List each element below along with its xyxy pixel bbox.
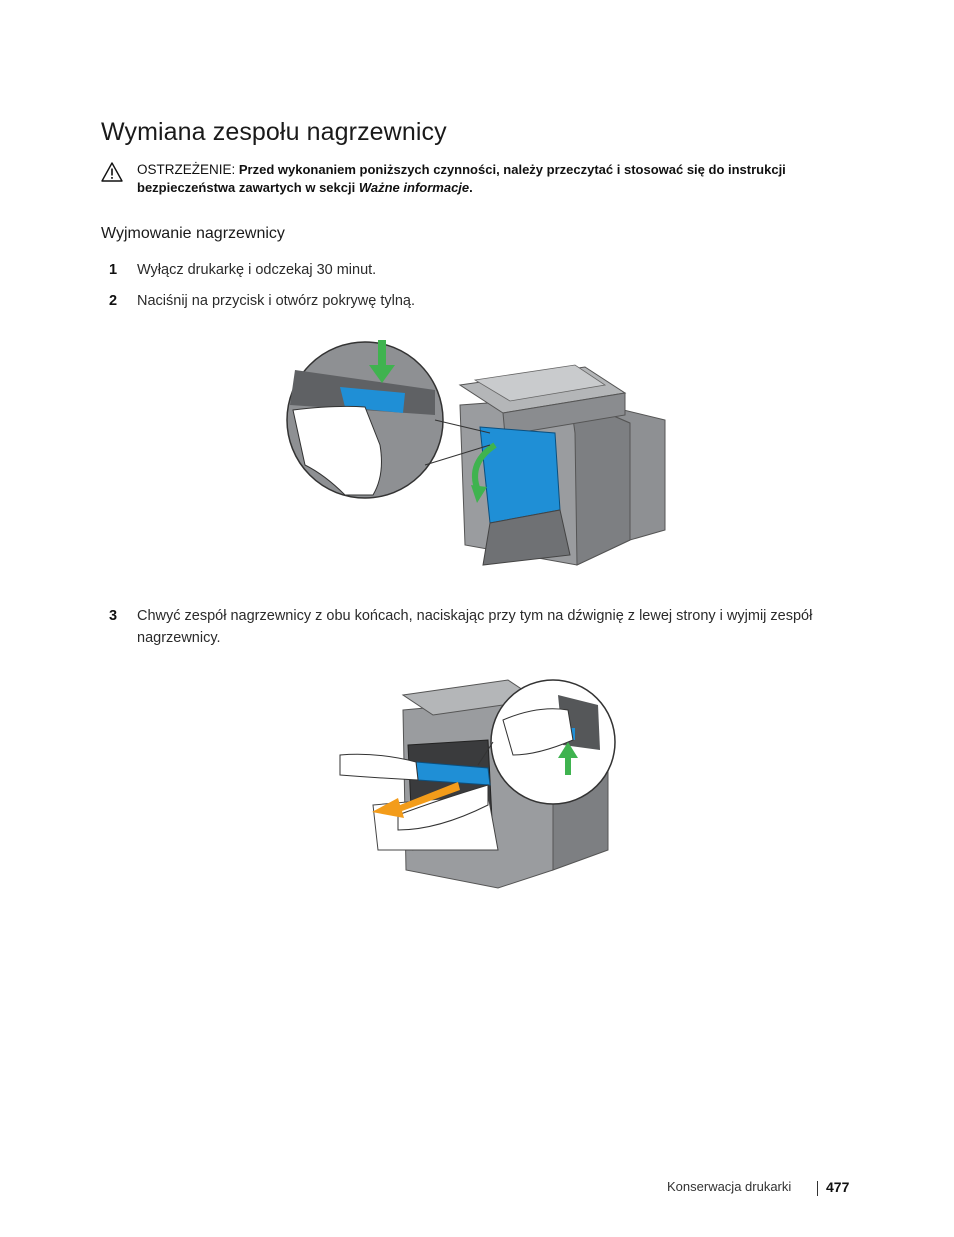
step-number: 3	[109, 608, 118, 624]
step-1: 1 Wyłącz drukarkę i odczekaj 30 minut.	[101, 259, 846, 281]
footer-section-title: Konserwacja drukarki	[667, 1179, 792, 1194]
step-text: Naciśnij na przycisk i otwórz pokrywę ty…	[137, 293, 416, 309]
section-heading: Wyjmowanie nagrzewnicy	[101, 225, 285, 242]
warning-reference[interactable]: Ważne informacje	[358, 180, 470, 195]
illustration-open-rear-cover	[286, 340, 666, 566]
warning-notice: OSTRZEŻENIE: Przed wykonaniem poniższych…	[101, 161, 841, 197]
step-text: Wyłącz drukarkę i odczekaj 30 minut.	[137, 262, 377, 278]
warning-end: .	[469, 180, 473, 195]
step-3: 3 Chwyć zespół nagrzewnicy z obu końcach…	[101, 605, 846, 649]
warning-label: OSTRZEŻENIE:	[137, 162, 236, 177]
warning-body: Przed wykonaniem poniższych czynności, n…	[137, 162, 786, 195]
page-title: Wymiana zespołu nagrzewnicy	[101, 118, 447, 146]
step-text: Chwyć zespół nagrzewnicy z obu końcach, …	[137, 608, 813, 646]
footer-separator	[817, 1181, 818, 1196]
warning-icon	[101, 162, 123, 182]
step-2: 2 Naciśnij na przycisk i otwórz pokrywę …	[101, 290, 846, 312]
step-number: 1	[109, 262, 118, 278]
illustration-remove-fuser	[339, 679, 616, 889]
page-number: 477	[826, 1179, 850, 1195]
step-number: 2	[109, 293, 118, 309]
